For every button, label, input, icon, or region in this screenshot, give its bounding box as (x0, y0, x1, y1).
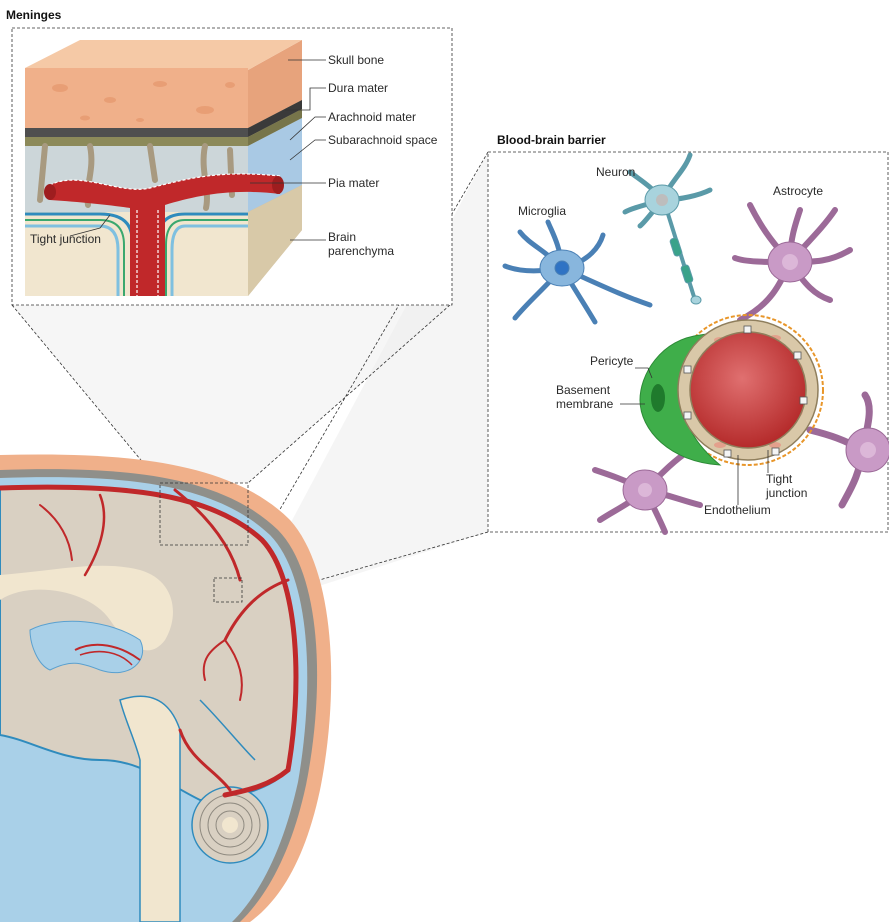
label-arachnoid-mater: Arachnoid mater (328, 110, 416, 124)
skull-bone-layer (25, 68, 248, 128)
brain-section (0, 454, 331, 922)
label-parenchyma: parenchyma (328, 244, 394, 258)
label-subarachnoid-space: Subarachnoid space (328, 133, 437, 147)
label-tight-junction-meninges: Tight junction (30, 232, 101, 246)
label-neuron: Neuron (596, 165, 635, 179)
label-brain: Brain (328, 230, 356, 244)
meninges-title: Meninges (6, 8, 61, 22)
label-membrane: membrane (556, 397, 613, 411)
label-microglia: Microglia (518, 204, 566, 218)
label-endothelium: Endothelium (704, 503, 771, 517)
label-dura-mater: Dura mater (328, 81, 388, 95)
label-junction: junction (766, 486, 807, 500)
label-pericyte: Pericyte (590, 354, 633, 368)
label-skull-bone: Skull bone (328, 53, 384, 67)
bbb-title: Blood-brain barrier (497, 133, 606, 147)
label-tight: Tight (766, 472, 792, 486)
meninges-block (25, 40, 302, 296)
arachnoid-layer (25, 137, 248, 146)
label-pia-mater: Pia mater (328, 176, 379, 190)
label-basement: Basement (556, 383, 610, 397)
dura-mater-layer (25, 128, 248, 137)
label-astrocyte: Astrocyte (773, 184, 823, 198)
cerebellum (192, 787, 268, 863)
